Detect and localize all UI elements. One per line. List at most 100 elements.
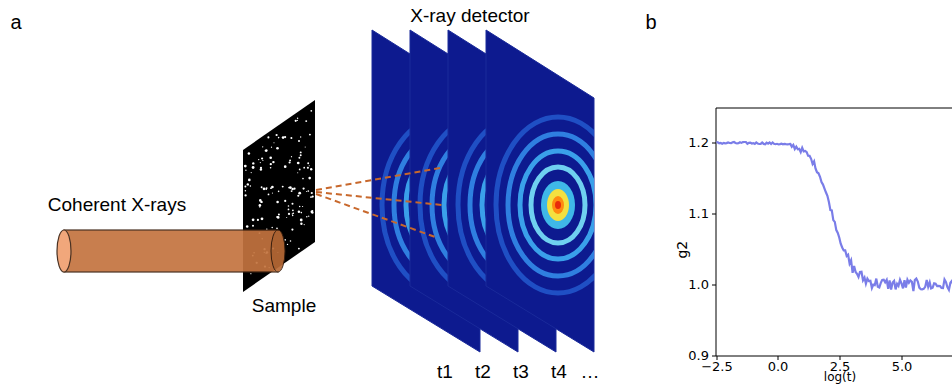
particle-dot: [290, 137, 292, 139]
particle-dot: [298, 140, 300, 142]
particle-dot: [297, 195, 299, 197]
plot-axes: [712, 108, 952, 360]
particle-dot: [305, 120, 307, 122]
particle-dot: [260, 162, 261, 163]
particle-dot: [310, 168, 312, 170]
time-label: t4: [551, 362, 567, 383]
particle-dot: [302, 187, 304, 189]
beam-end: [271, 230, 285, 272]
particle-dot: [252, 225, 254, 227]
particle-dot: [273, 142, 274, 143]
particle-dot: [302, 178, 304, 180]
particle-dot: [289, 186, 292, 189]
particle-dot: [260, 167, 262, 169]
particle-dot: [308, 177, 311, 180]
x-tick-label: 0.0: [768, 360, 789, 374]
particle-dot: [259, 206, 260, 207]
particle-dot: [291, 203, 293, 205]
particle-dot: [304, 224, 305, 225]
particle-dot: [252, 218, 255, 221]
particle-dot: [244, 185, 246, 187]
particle-dot: [288, 205, 290, 207]
particle-dot: [292, 213, 293, 214]
particle-dot: [248, 179, 251, 182]
particle-dot: [271, 186, 274, 189]
particle-dot: [278, 137, 280, 139]
particle-dot: [311, 211, 313, 213]
tick: [712, 143, 716, 144]
particle-dot: [291, 156, 292, 157]
particle-dot: [297, 172, 298, 173]
particle-dot: [309, 165, 310, 166]
particle-dot: [291, 190, 293, 192]
particle-dot: [278, 190, 280, 192]
particle-dot: [311, 192, 313, 194]
particle-dot: [301, 212, 303, 214]
axis-title: log(t): [824, 371, 856, 384]
particle-dot: [282, 136, 285, 139]
panel-letter: a: [10, 11, 21, 33]
particle-dot: [310, 196, 312, 198]
particle-dot: [307, 167, 309, 169]
tick: [712, 285, 716, 286]
scatter-rays: [316, 168, 442, 238]
scatter-ray: [316, 194, 438, 238]
particle-dot: [257, 219, 259, 221]
particle-dot: [298, 248, 300, 250]
time-label: t1: [437, 362, 453, 383]
axis-title: g2: [675, 241, 690, 259]
particle-dot: [297, 118, 298, 119]
particle-dot: [267, 136, 269, 138]
particle-dot: [311, 211, 313, 213]
particle-dot: [261, 157, 263, 159]
particle-dot: [292, 212, 294, 214]
particle-dot: [300, 223, 302, 225]
particle-dot: [284, 165, 287, 168]
particle-dot: [298, 192, 301, 195]
particle-dot: [292, 215, 294, 217]
sample-label: Sample: [252, 296, 316, 317]
particle-dot: [261, 186, 263, 188]
particle-dot: [269, 156, 272, 159]
particle-dot: [271, 227, 272, 228]
particle-dot: [244, 165, 247, 168]
particle-dot: [302, 206, 303, 207]
detector-label: X-ray detector: [410, 6, 529, 27]
particle-dot: [260, 201, 262, 203]
particle-dot: [272, 161, 274, 163]
particle-dot: [289, 161, 291, 163]
particle-dot: [248, 152, 251, 155]
particle-dot: [287, 244, 288, 245]
particle-dot: [299, 206, 301, 208]
particle-dot: [297, 162, 300, 165]
particle-dot: [247, 183, 249, 185]
beam-body: [64, 230, 278, 272]
particle-dot: [246, 225, 249, 228]
particle-dot: [262, 160, 263, 161]
time-label: t3: [513, 362, 529, 383]
particle-dot: [270, 163, 272, 165]
xray-beam: [57, 230, 285, 272]
particle-dot: [244, 194, 246, 196]
particle-dot: [284, 239, 286, 241]
scatter-ray: [316, 168, 440, 190]
panel-letter: b: [645, 11, 656, 33]
particle-dot: [258, 159, 259, 160]
y-tick-label: 1.0: [688, 278, 709, 292]
particle-dot: [289, 159, 291, 161]
particle-dot: [250, 273, 251, 274]
particle-dot: [277, 216, 280, 219]
particle-dot: [298, 211, 301, 214]
particle-dot: [271, 147, 272, 148]
particle-dot: [308, 216, 309, 217]
particle-dot: [298, 157, 300, 159]
particle-dot: [250, 185, 251, 186]
particle-dot: [284, 200, 286, 202]
beam-label: Coherent X-rays: [48, 195, 186, 216]
x-tick-label: 5.0: [892, 360, 913, 374]
particle-dot: [295, 120, 297, 122]
particle-dot: [312, 195, 314, 197]
particle-dot: [265, 188, 267, 190]
particle-dot: [276, 228, 278, 230]
